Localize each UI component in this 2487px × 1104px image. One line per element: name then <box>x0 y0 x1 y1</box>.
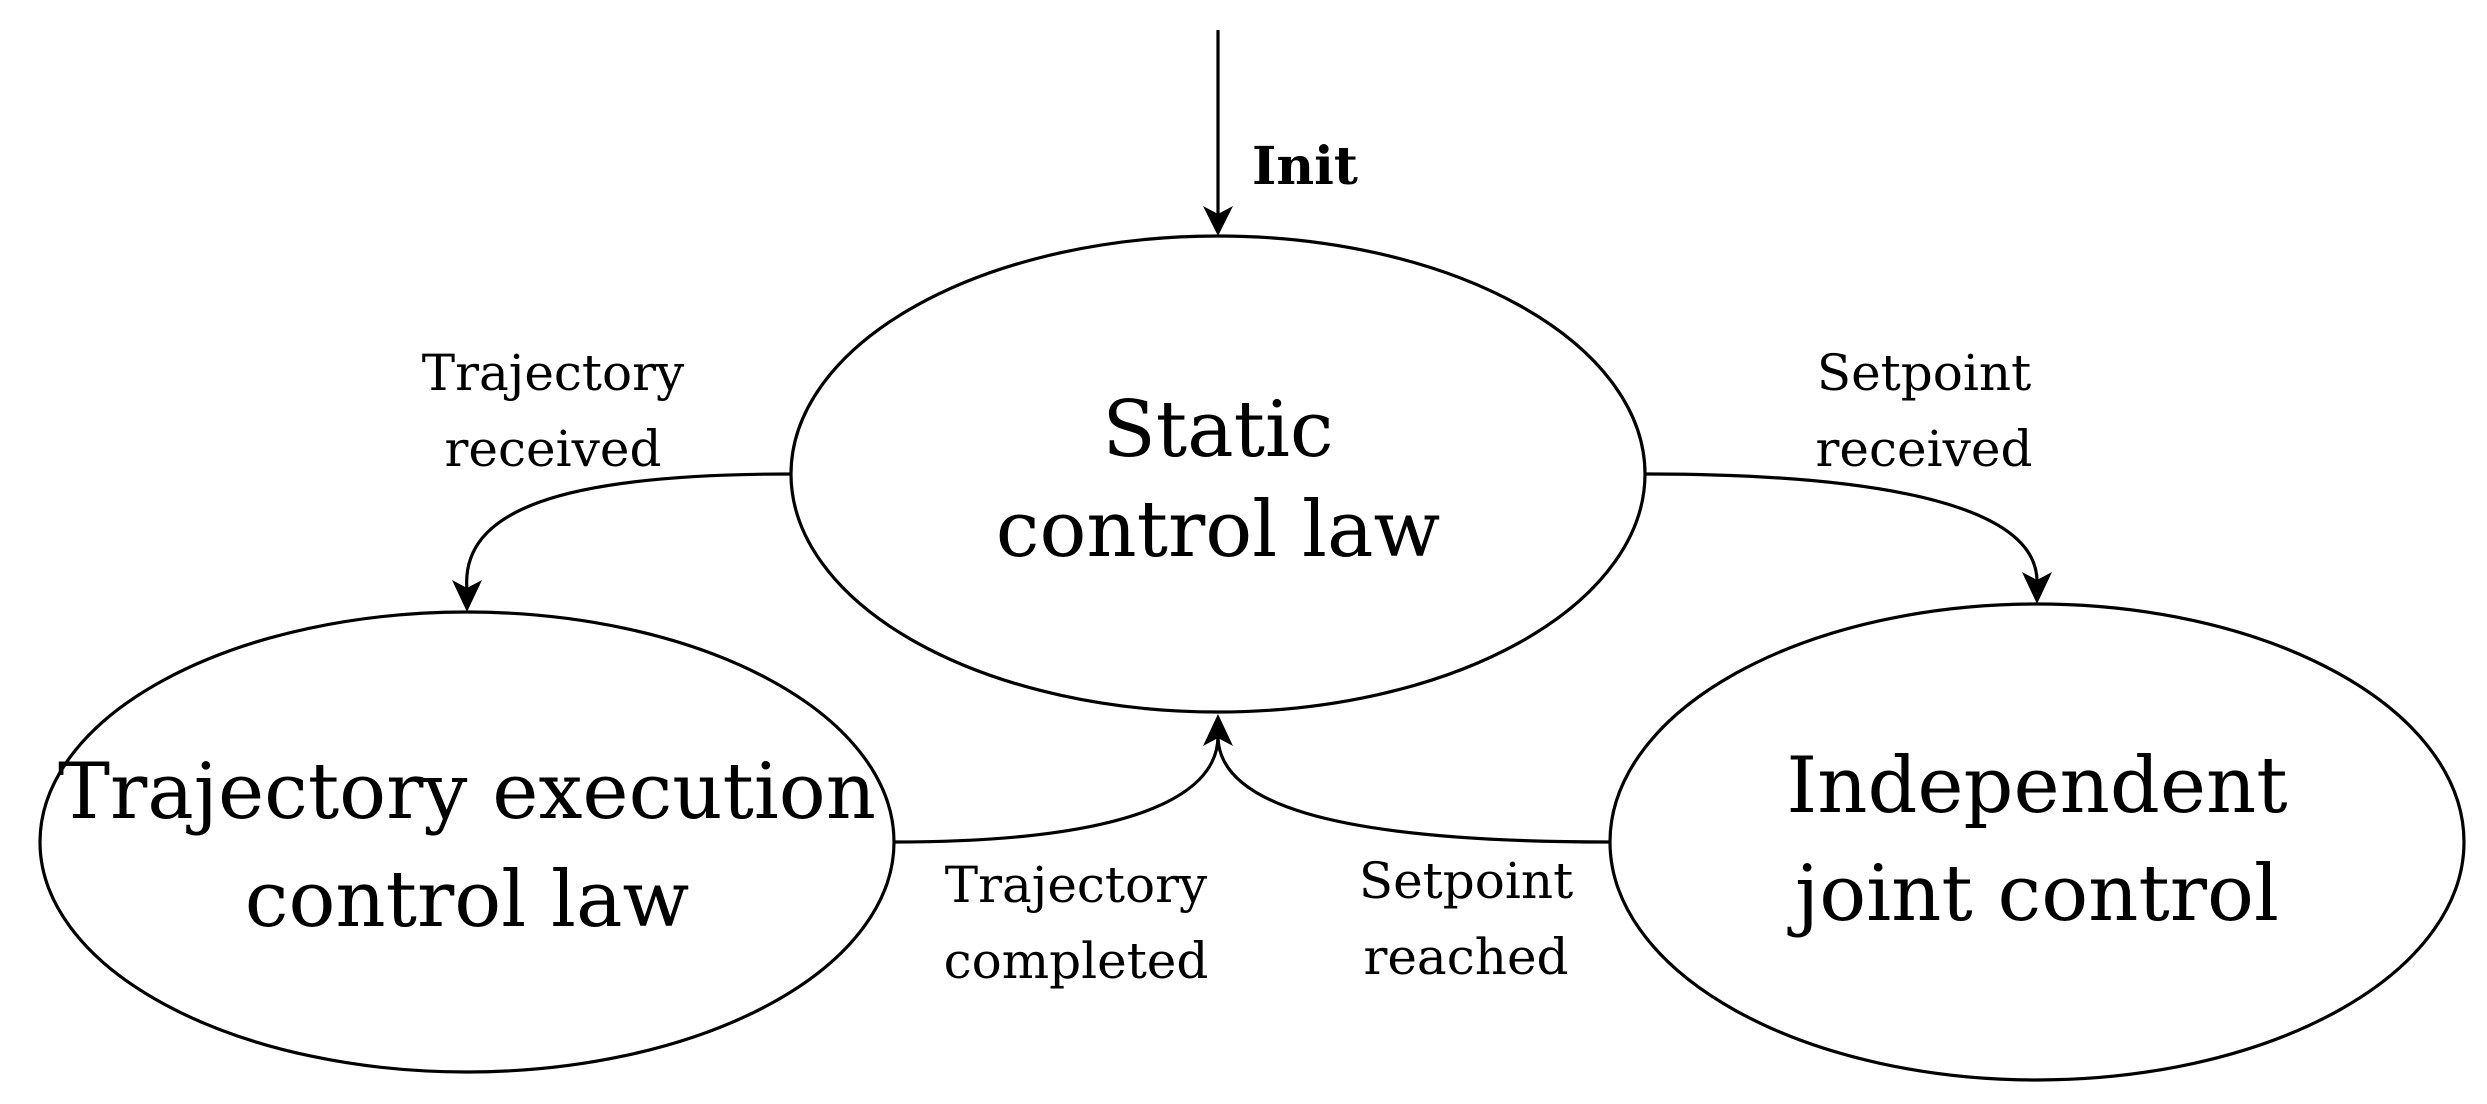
init-edge <box>1203 30 1233 236</box>
setpoint-reached-label-line1: Setpoint <box>1359 852 1573 910</box>
static-state-label-line1: Static <box>1102 385 1333 475</box>
setpoint-reached-label-line2: reached <box>1363 928 1568 986</box>
independent-joint-control-node <box>1608 602 2466 1082</box>
trajectory-state-label-line2: control law <box>245 855 689 945</box>
static-state-label-line2: control law <box>996 485 1440 575</box>
trajectory-received-edge <box>452 472 792 612</box>
trajectory-state-label-line1: Trajectory execution <box>58 747 876 837</box>
setpoint-reached-edge <box>1216 735 1611 844</box>
setpoint-received-label-line2: received <box>1816 420 2033 478</box>
independent-state-label-line2: joint control <box>1787 849 2279 939</box>
trajectory-received-label-line1: Trajectory <box>422 344 685 402</box>
trajectory-completed-edge <box>893 735 1220 844</box>
trajectory-completed-label-line1: Trajectory <box>945 856 1208 914</box>
trajectory-received-label-line2: received <box>445 420 662 478</box>
return-arrowhead <box>1203 714 1233 746</box>
setpoint-received-label-line1: Setpoint <box>1817 344 2031 402</box>
trajectory-execution-node <box>38 610 896 1074</box>
independent-state-label-line1: Independent <box>1786 741 2287 831</box>
init-label: Init <box>1252 136 1358 197</box>
setpoint-received-edge <box>1644 472 2052 604</box>
trajectory-completed-label-line2: completed <box>944 932 1209 990</box>
